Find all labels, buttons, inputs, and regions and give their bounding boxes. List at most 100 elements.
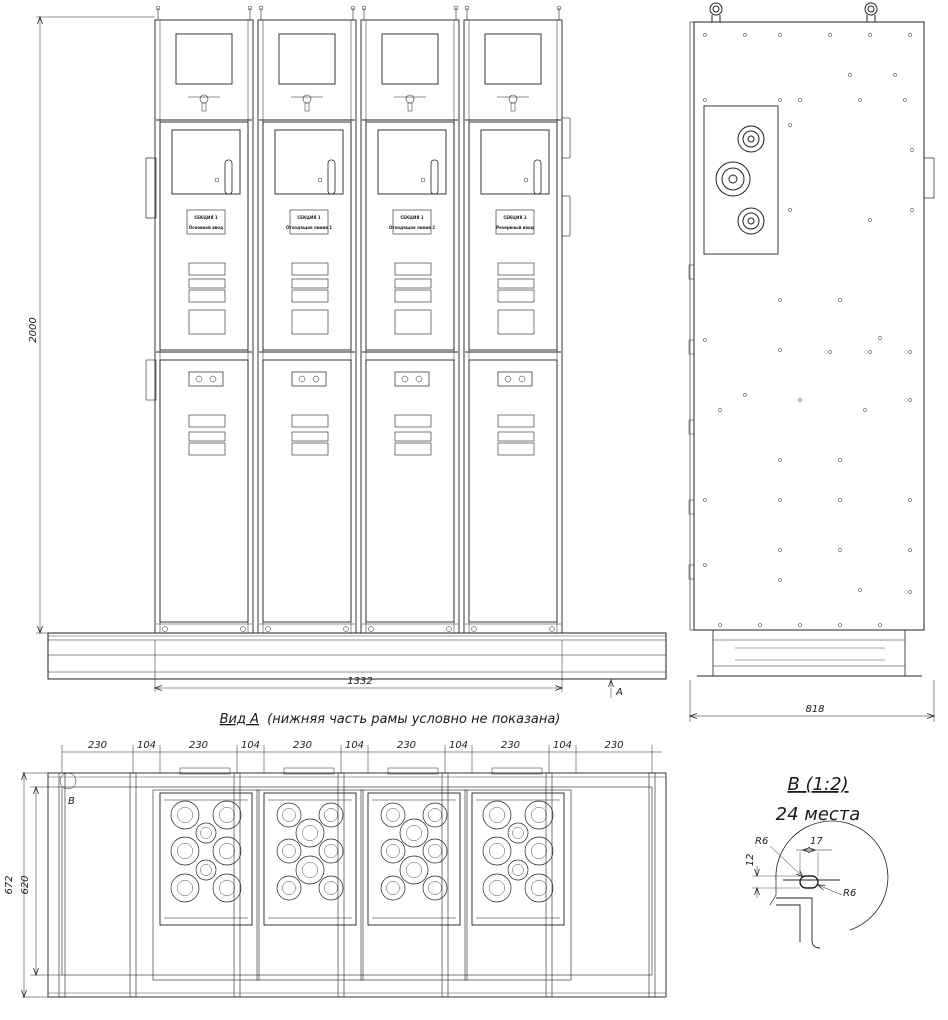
- side-view: [688, 2, 935, 677]
- mounting-hole: [703, 338, 707, 342]
- width-dim-label: 1332: [347, 676, 372, 687]
- cable-entry: [276, 875, 302, 901]
- cable-entry: [399, 818, 429, 848]
- cable-entry: [170, 873, 200, 903]
- section-label-plate: [392, 209, 432, 235]
- detail-b-drawing: [752, 820, 889, 949]
- mounting-hole: [838, 298, 842, 302]
- bay-frame: [464, 789, 572, 981]
- cable-entry: [482, 800, 512, 830]
- switch-indicator: [497, 371, 533, 387]
- section-label-plate: [289, 209, 329, 235]
- cable-entry: [276, 802, 302, 828]
- top-dim-label: 230: [397, 740, 416, 751]
- door-window: [480, 129, 550, 195]
- cable-entry: [507, 859, 529, 881]
- cabinet-window: [484, 33, 542, 85]
- frame-post: [545, 772, 553, 998]
- cable-entry: [380, 838, 406, 864]
- mounting-hole: [758, 623, 762, 627]
- view-a-dimensions: [22, 745, 662, 997]
- detail-b-r-top: R6: [755, 836, 768, 847]
- slot-hole: [799, 875, 819, 889]
- base-frame: [47, 632, 667, 680]
- frame-post: [337, 772, 345, 998]
- cable-entry: [170, 800, 200, 830]
- section-label-plate: [186, 209, 226, 235]
- door-handle: [327, 159, 336, 195]
- warning-sign: [497, 431, 535, 442]
- section-sublabel: Отходящая линия 1: [286, 225, 332, 230]
- mounting-hole: [908, 350, 912, 354]
- mounting-hole: [703, 563, 707, 567]
- mounting-hole: [878, 623, 882, 627]
- cable-entry: [422, 802, 448, 828]
- mounting-hole: [858, 98, 862, 102]
- connector-2: [715, 161, 751, 197]
- cabinet-door-upper: [468, 121, 558, 351]
- lifting-eye-right: [864, 2, 878, 22]
- mounting-hole: [893, 73, 897, 77]
- bay-plate: [471, 792, 565, 926]
- cabinet-door-upper: [159, 121, 249, 351]
- warning-sign: [497, 278, 535, 289]
- view-a-plan: [47, 767, 667, 998]
- connector-1: [737, 125, 765, 153]
- warning-sign: [291, 262, 329, 276]
- warning-sign: [291, 309, 329, 335]
- section-sublabel: Основной ввод: [189, 225, 224, 230]
- connector-3: [737, 207, 765, 235]
- cable-entry: [170, 836, 200, 866]
- mounting-hole: [703, 498, 707, 502]
- front-view: СЕКЦИЯ 1 Основной ввод СЕКЦИЯ 1 Отходящая л…: [47, 5, 667, 680]
- detail-b-height: 12: [745, 854, 756, 867]
- door-handle: [533, 159, 542, 195]
- section-label-plate: [495, 209, 535, 235]
- cable-entry: [295, 818, 325, 848]
- cable-entry: [524, 800, 554, 830]
- cable-entry: [422, 838, 448, 864]
- top-dim-label: 104: [241, 740, 260, 751]
- bay-plate: [159, 792, 253, 926]
- top-dim-label: 104: [449, 740, 468, 751]
- cable-entry: [380, 802, 406, 828]
- warning-sign: [394, 309, 432, 335]
- bay-plate: [263, 792, 357, 926]
- top-dim-label: 230: [88, 740, 107, 751]
- cabinet-window: [278, 33, 336, 85]
- mounting-hole: [778, 498, 782, 502]
- mounting-hole: [868, 33, 872, 37]
- plan-bay-1: [152, 767, 260, 981]
- mounting-hole: [703, 33, 707, 37]
- detail-marker-circle: [59, 772, 77, 790]
- warning-sign: [394, 262, 432, 276]
- mounting-hole: [788, 208, 792, 212]
- mounting-hole: [908, 398, 912, 402]
- warning-sign: [394, 431, 432, 442]
- warning-sign: [291, 442, 329, 456]
- mounting-hole: [908, 590, 912, 594]
- front-dimensions: [36, 17, 611, 698]
- warning-sign: [188, 414, 226, 428]
- top-dim-label: 230: [189, 740, 208, 751]
- plan-bay-4: [464, 767, 572, 981]
- section-label: СЕКЦИЯ 1: [400, 215, 423, 220]
- door-window: [274, 129, 344, 195]
- warning-sign: [497, 309, 535, 335]
- height-dim-label: 2000: [28, 317, 39, 342]
- view-a-title-note: (нижняя часть рамы условно не показана): [267, 712, 560, 727]
- mounting-hole: [828, 350, 832, 354]
- mounting-hole: [838, 623, 842, 627]
- cable-entry: [195, 859, 217, 881]
- warning-sign: [188, 262, 226, 276]
- cabinet-door-upper: [262, 121, 352, 351]
- view-a-title: Вид А (нижняя часть рамы условно не пока…: [220, 712, 561, 727]
- warning-sign: [188, 278, 226, 289]
- section-label: СЕКЦИЯ 1: [503, 215, 526, 220]
- cabinet-body: [463, 19, 563, 634]
- mounting-hole: [828, 33, 832, 37]
- warning-sign: [394, 414, 432, 428]
- cable-entry: [482, 873, 512, 903]
- door-handle: [224, 159, 233, 195]
